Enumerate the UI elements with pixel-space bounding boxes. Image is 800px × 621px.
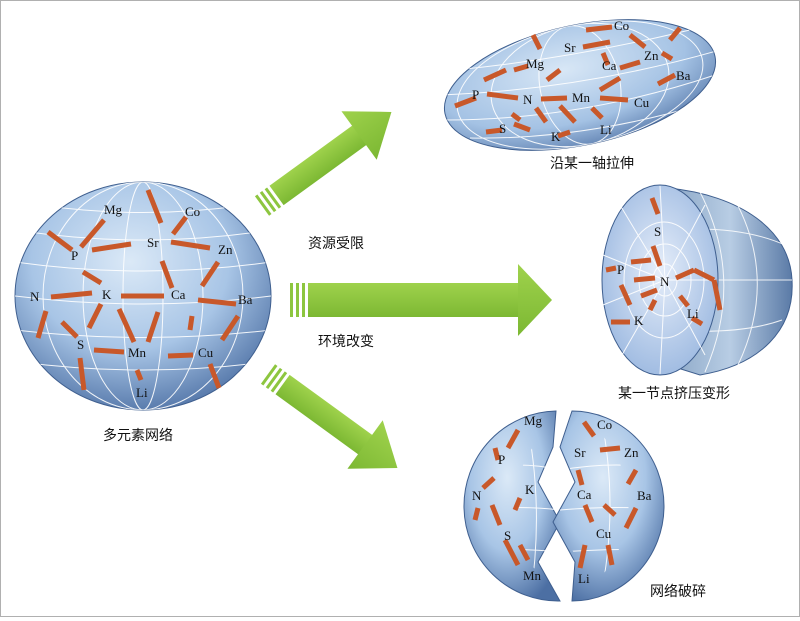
arrow-down-right xyxy=(260,364,398,469)
broken-label-s: S xyxy=(504,528,511,543)
ellipsoid-bonds xyxy=(454,24,682,139)
main-label-n: N xyxy=(30,289,40,304)
broken-left-half xyxy=(463,410,561,602)
main-label-sr: Sr xyxy=(147,235,159,250)
broken-label-cu: Cu xyxy=(596,526,612,541)
broken-right-half xyxy=(552,410,665,602)
hemi-label-li: Li xyxy=(687,306,699,321)
broken-label-co: Co xyxy=(597,417,612,432)
hemi-label-n: N xyxy=(660,274,670,289)
ell-label-mg: Mg xyxy=(526,56,545,71)
ell-label-ba: Ba xyxy=(676,68,691,83)
main-label-ca: Ca xyxy=(171,287,186,302)
main-label-k: K xyxy=(102,287,112,302)
ellipsoid-labels: Co Sr Mg Zn Ca Ba P N Mn Cu S K Li xyxy=(472,18,691,144)
ell-label-mn: Mn xyxy=(572,90,591,105)
hemi-label-k: K xyxy=(634,313,644,328)
broken-label-p: P xyxy=(498,452,505,467)
ellipsoid-caption: 沿某一轴拉伸 xyxy=(550,156,634,172)
broken-label-sr: Sr xyxy=(574,445,586,460)
broken-label-ca: Ca xyxy=(577,487,592,502)
ell-label-p: P xyxy=(472,87,479,102)
main-label-p: P xyxy=(71,248,78,263)
broken-label-mg: Mg xyxy=(524,413,543,428)
stretched-ellipsoid: Co Sr Mg Zn Ca Ba P N Mn Cu S K Li xyxy=(439,18,721,151)
broken-bonds xyxy=(472,420,639,569)
broken-label-ba: Ba xyxy=(637,488,652,503)
hemisphere-bonds xyxy=(605,197,723,327)
main-sphere-labels: Mg Co P Sr Zn N K Ca Ba S Mn Cu Li xyxy=(30,202,253,400)
main-sphere-bonds xyxy=(35,189,241,391)
ell-label-li: Li xyxy=(600,122,612,137)
arrow-right xyxy=(290,264,552,336)
ell-label-n: N xyxy=(523,92,533,107)
broken-labels: Mg Co P Sr Zn N K Ca Ba S Cu Mn Li xyxy=(472,413,652,586)
hemisphere-labels: S P N K Li xyxy=(617,224,699,328)
ell-label-k: K xyxy=(551,129,561,144)
broken-label-k: K xyxy=(525,482,535,497)
ell-label-ca: Ca xyxy=(602,58,617,73)
label-resource-limited: 资源受限 xyxy=(308,236,364,252)
main-sphere: Mg Co P Sr Zn N K Ca Ba S Mn Cu Li xyxy=(14,181,272,411)
main-label-zn: Zn xyxy=(218,242,233,257)
main-label-co: Co xyxy=(185,204,200,219)
broken-sphere: Mg Co P Sr Zn N K Ca Ba S Cu Mn Li xyxy=(463,410,665,602)
hemisphere-caption: 某一节点挤压变形 xyxy=(618,386,730,402)
compressed-hemisphere: S P N K Li xyxy=(601,184,793,376)
broken-label-mn: Mn xyxy=(523,568,542,583)
main-label-mg: Mg xyxy=(104,202,123,217)
main-label-cu: Cu xyxy=(198,345,214,360)
label-environment-change: 环境改变 xyxy=(318,334,374,350)
ell-label-zn: Zn xyxy=(644,48,659,63)
ell-label-cu: Cu xyxy=(634,95,650,110)
main-sphere-caption: 多元素网络 xyxy=(103,427,173,444)
broken-label-li: Li xyxy=(578,571,590,586)
main-label-mn: Mn xyxy=(128,345,147,360)
ell-label-sr: Sr xyxy=(564,40,576,55)
ell-label-s: S xyxy=(499,121,506,136)
broken-label-n: N xyxy=(472,488,482,503)
hemi-label-s: S xyxy=(654,224,661,239)
broken-sphere-caption: 网络破碎 xyxy=(650,584,706,600)
ell-label-co: Co xyxy=(614,18,629,33)
main-label-s: S xyxy=(77,337,84,352)
arrow-up-right xyxy=(254,111,392,216)
main-label-li: Li xyxy=(136,385,148,400)
main-label-ba: Ba xyxy=(238,292,253,307)
hemi-label-p: P xyxy=(617,262,624,277)
broken-label-zn: Zn xyxy=(624,445,639,460)
